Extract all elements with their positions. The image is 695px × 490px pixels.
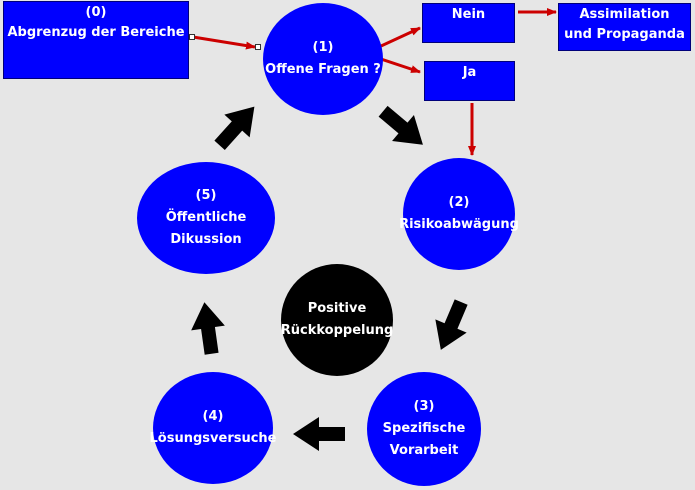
- assimilation-line2: und Propaganda: [564, 27, 685, 42]
- node-2-circle: (2) Risikoabwägung: [399, 158, 519, 270]
- assimilation-box: Assimilation und Propaganda: [558, 3, 691, 51]
- center-circle: Positive Rückkoppelung: [281, 264, 393, 376]
- block-arrow-1-to-2: [378, 105, 423, 145]
- node-5-line1: Öffentliche: [165, 210, 247, 225]
- arrow-1-to-nein: [380, 26, 421, 48]
- ja-label: Ja: [462, 65, 477, 80]
- arrow-0-to-1: [192, 35, 256, 50]
- node-0-number: (0): [85, 5, 107, 20]
- center-line1: Positive: [307, 301, 367, 316]
- node-4-number: (4): [202, 409, 224, 424]
- node-0-label: Abgrenzug der Bereiche: [7, 25, 185, 40]
- node-4-circle: (4) Lösungsversuche: [150, 372, 277, 484]
- connector-handle-start: [189, 34, 195, 40]
- node-5-line2: Dikussion: [170, 232, 242, 247]
- block-arrow-3-to-4: [293, 417, 345, 451]
- block-arrow-4-to-5: [191, 302, 225, 355]
- arrow-1-to-ja: [380, 57, 421, 74]
- block-arrow-5-to-1: [214, 106, 255, 151]
- node-5-circle: (5) Öffentliche Dikussion: [137, 162, 275, 274]
- center-line2: Rückkoppelung: [280, 323, 394, 338]
- node-0-box: (0) Abgrenzug der Bereiche: [3, 1, 189, 79]
- node-1-number: (1): [312, 40, 334, 55]
- node-3-circle: (3) Spezifische Vorarbeit: [367, 372, 481, 486]
- nein-label: Nein: [451, 7, 486, 22]
- node-3-line1: Spezifische: [382, 421, 466, 436]
- assimilation-line1: Assimilation: [579, 7, 670, 22]
- node-3-number: (3): [413, 399, 435, 414]
- connector-handle-end: [255, 44, 261, 50]
- ja-box: Ja: [424, 61, 515, 101]
- node-1-circle: (1) Offene Fragen ?: [263, 3, 383, 115]
- block-arrow-2-to-3: [435, 299, 468, 350]
- node-2-label: Risikoabwägung: [399, 217, 519, 232]
- nein-box: Nein: [422, 3, 515, 43]
- node-4-label: Lösungsversuche: [149, 431, 277, 446]
- node-2-number: (2): [448, 195, 470, 210]
- node-5-number: (5): [195, 188, 217, 203]
- node-3-line2: Vorarbeit: [389, 443, 459, 458]
- node-1-label: Offene Fragen ?: [265, 62, 381, 77]
